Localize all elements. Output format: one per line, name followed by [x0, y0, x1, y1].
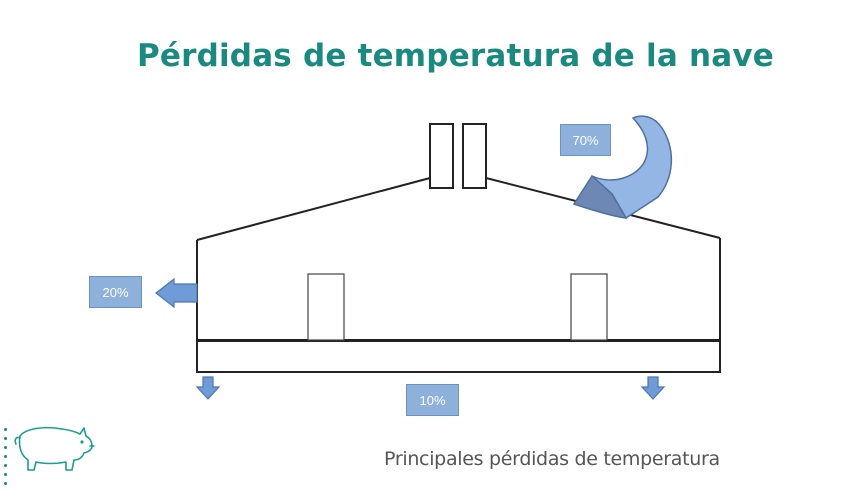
roof-loss-label: 70%	[560, 124, 611, 156]
caption: Principales pérdidas de temperatura	[384, 448, 720, 470]
arrow-left-icon	[155, 277, 198, 309]
decorative-dots	[4, 428, 8, 491]
curved-arrow-icon	[572, 115, 673, 220]
chimney-right	[462, 123, 487, 189]
page-title: Pérdidas de temperatura de la nave	[136, 38, 774, 74]
chimney-left	[429, 123, 454, 189]
door-right	[570, 273, 608, 341]
arrow-down-right-icon	[640, 376, 666, 400]
door-left	[307, 273, 345, 341]
barn-roof-left	[196, 238, 721, 341]
wall-loss-label: 20%	[89, 276, 142, 308]
arrow-down-left-icon	[195, 376, 221, 400]
floor-loss-label: 10%	[406, 384, 459, 416]
barn-floor	[196, 340, 721, 373]
pig-icon	[14, 426, 95, 471]
